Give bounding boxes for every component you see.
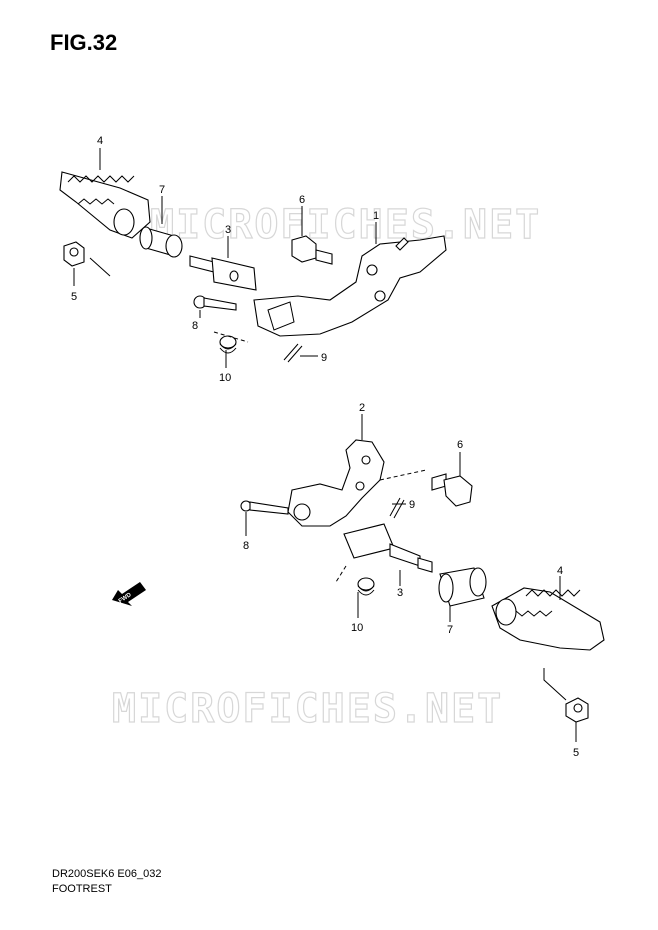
label-part-1: 1 [373, 210, 379, 222]
label-part-3-bottom: 3 [397, 587, 403, 599]
label-part-3-top: 3 [225, 224, 231, 236]
clevis-pin-bottom [240, 500, 289, 515]
label-part-5-bottom: 5 [573, 747, 579, 759]
label-part-6-top: 6 [299, 194, 305, 206]
footpeg-bottom [491, 587, 605, 651]
label-part-8-top: 8 [192, 320, 198, 332]
cotter-pin-top [283, 343, 303, 363]
label-part-10-bottom: 10 [351, 622, 363, 634]
label-part-6-bottom: 6 [457, 439, 463, 451]
label-part-5-top: 5 [71, 291, 77, 303]
return-spring-bottom [357, 577, 375, 596]
label-part-7-bottom: 7 [447, 624, 453, 636]
figure-title: FIG.32 [50, 30, 118, 55]
flange-bolt-bottom [431, 473, 473, 507]
label-part-8-bottom: 8 [243, 540, 249, 552]
nut-top [63, 241, 85, 267]
label-part-10-top: 10 [219, 372, 231, 384]
footpeg-pin-bottom [343, 523, 433, 573]
section-name: FOOTREST [52, 883, 112, 895]
label-part-9-bottom: 9 [409, 499, 415, 511]
label-part-9-top: 9 [321, 352, 327, 364]
label-part-2: 2 [359, 402, 365, 414]
label-part-7-top: 7 [159, 184, 165, 196]
footpeg-top [59, 171, 151, 239]
watermark-bottom: MICROFICHES.NET [112, 686, 503, 732]
part-number-labels: 1 2 3 3 4 4 5 5 6 6 7 7 8 8 9 9 10 10 [71, 135, 579, 759]
forward-direction-arrow: FWD [112, 582, 146, 606]
footrest-bracket-top [253, 235, 447, 337]
label-part-4-bottom: 4 [557, 565, 563, 577]
footrest-bracket-bottom [287, 439, 385, 527]
watermark-top: MICROFICHES.NET [150, 202, 541, 248]
leader-lines-bottom [245, 414, 577, 742]
nut-bottom [565, 697, 589, 723]
cotter-pin-bottom [389, 497, 405, 519]
bushing-top [139, 226, 183, 258]
return-spring-top [219, 335, 237, 354]
flange-bolt-top [291, 235, 333, 265]
footpeg-pin-top [189, 255, 257, 291]
clevis-pin-top [193, 295, 237, 311]
bushing-bottom [438, 567, 487, 607]
model-code: DR200SEK6 E06_032 [52, 868, 162, 880]
label-part-4-top: 4 [97, 135, 103, 147]
leader-lines-top [73, 148, 377, 368]
